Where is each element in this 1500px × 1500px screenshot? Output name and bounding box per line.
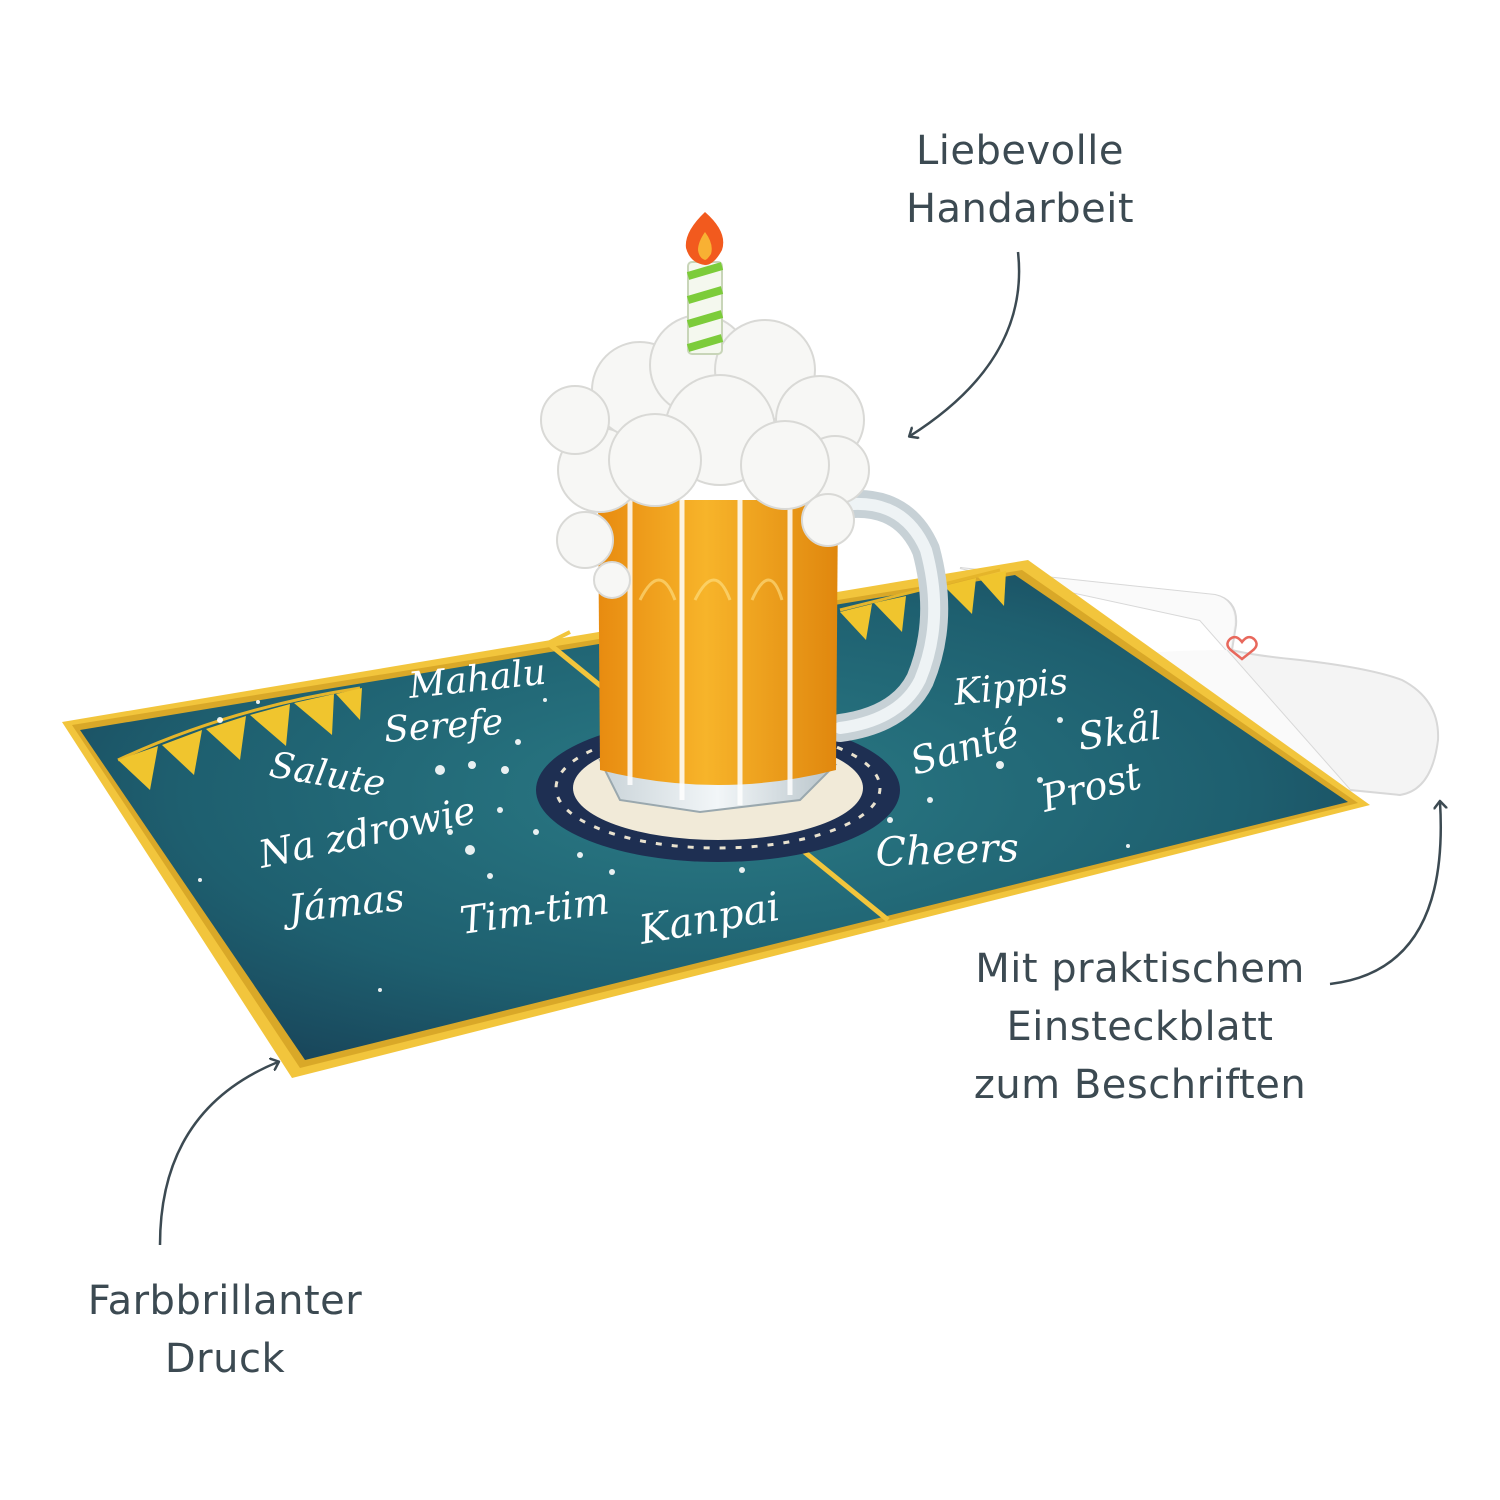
- callout-line: Druck: [164, 1336, 286, 1382]
- curved-arrow-icon: [158, 251, 1441, 1246]
- callout-einsteckblatt: Mit praktischem Einsteckblatt zum Beschr…: [930, 940, 1350, 1114]
- callout-line: zum Beschriften: [973, 1062, 1307, 1108]
- heart-logo-icon: [1226, 635, 1258, 661]
- callout-handarbeit: Liebevolle Handarbeit: [860, 122, 1180, 238]
- toast-serefe: Serefe: [383, 702, 505, 751]
- bunting-right: [839, 568, 1006, 640]
- callout-line: Handarbeit: [905, 186, 1135, 232]
- callout-line: Mit praktischem: [975, 946, 1305, 992]
- beer-mug: [540, 212, 949, 814]
- callout-line: Farbbrillanter: [87, 1278, 363, 1324]
- bunting-left: [117, 686, 362, 790]
- confetti-dots: [198, 697, 1130, 992]
- toast-cheers: Cheers: [875, 825, 1020, 876]
- callout-line: Einsteckblatt: [1006, 1004, 1274, 1050]
- callout-druck: Farbbrillanter Druck: [40, 1272, 410, 1388]
- beer-foam: [540, 314, 870, 599]
- callout-line: Liebevolle: [916, 128, 1124, 174]
- birthday-candle: [685, 212, 724, 355]
